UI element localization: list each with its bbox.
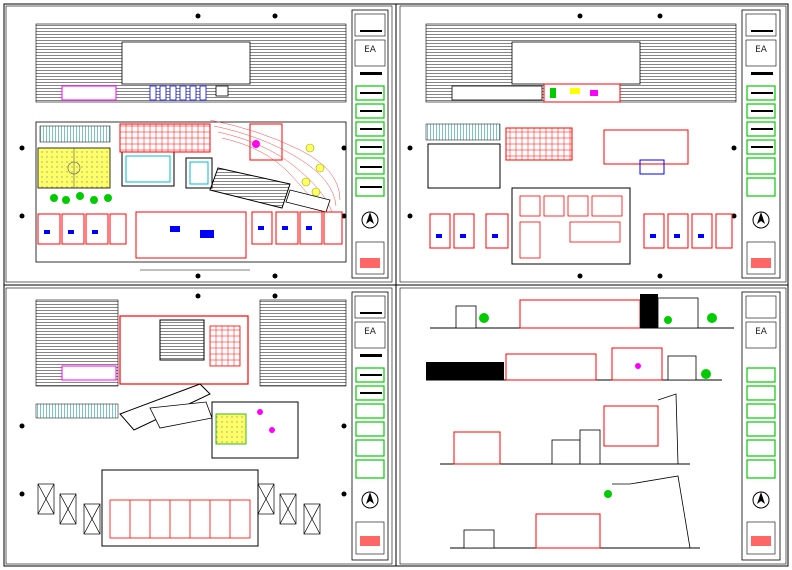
title-block: EA xyxy=(741,291,781,561)
furniture xyxy=(44,226,312,238)
title-block-code: EA xyxy=(755,327,768,337)
title-block-code: EA xyxy=(364,327,377,337)
elevation-2 xyxy=(426,347,722,381)
north-arrow-icon xyxy=(752,211,770,229)
sheet-bottom-left xyxy=(5,287,393,565)
pool xyxy=(121,151,175,187)
north-arrow-icon xyxy=(361,211,379,229)
sheet-bottom-right xyxy=(399,287,787,565)
pool-outline xyxy=(61,85,117,101)
title-block-code: EA xyxy=(755,45,768,55)
north-arrow-icon xyxy=(752,491,770,509)
title-block: EA xyxy=(351,291,389,561)
section-3 xyxy=(440,393,690,465)
elevation-1 xyxy=(430,294,734,329)
title-block-code: EA xyxy=(364,45,377,55)
site-boundary xyxy=(35,121,347,263)
column-grid xyxy=(37,483,321,535)
grid-marker-icon xyxy=(407,13,737,279)
covered-walkway xyxy=(39,125,111,143)
title-block: EA xyxy=(351,9,389,279)
grid-marker-icon xyxy=(19,293,347,497)
tree-icons xyxy=(50,143,325,204)
parking-stalls xyxy=(149,85,229,101)
section-4 xyxy=(450,475,700,549)
main-building xyxy=(119,123,211,153)
ramp xyxy=(209,167,291,209)
sheet-top-left xyxy=(5,5,393,283)
north-arrow-icon xyxy=(361,491,379,509)
title-block: EA xyxy=(741,9,781,279)
wing-blocks xyxy=(37,211,343,259)
main-building-roof xyxy=(121,41,251,85)
sheet-top-right xyxy=(399,5,787,283)
grid-marker-icon xyxy=(19,13,347,279)
